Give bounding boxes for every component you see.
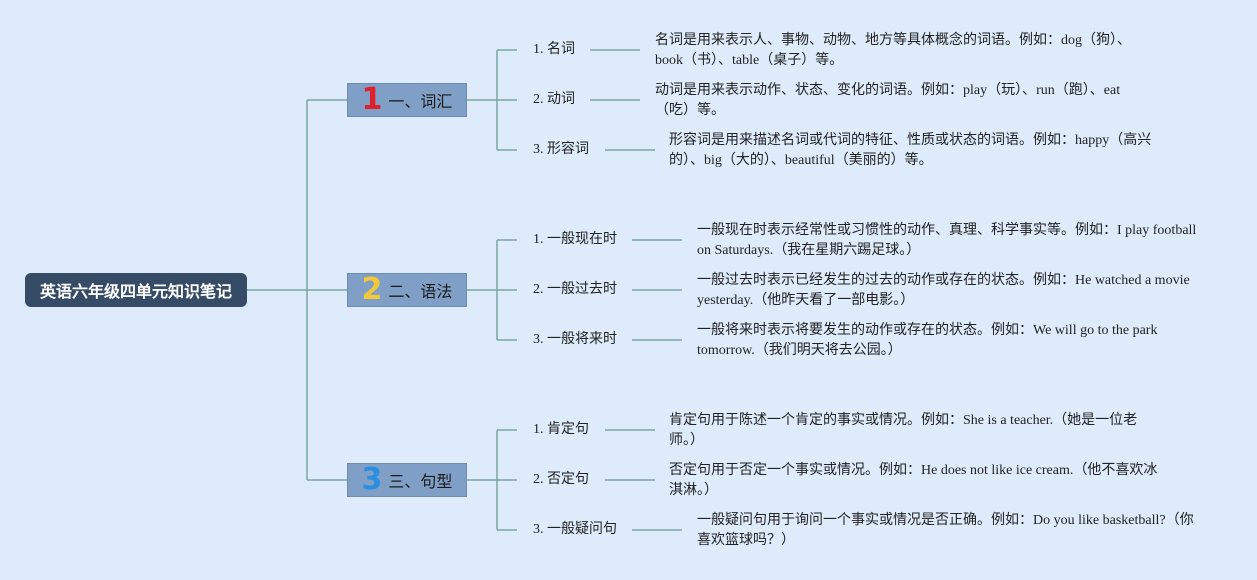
branch-grammar[interactable]: 2 二、语法 <box>347 273 467 307</box>
topic-verb[interactable]: 2. 动词 <box>533 92 575 107</box>
number-1-icon: 1 <box>361 82 383 117</box>
number-3-icon: 3 <box>361 462 383 497</box>
root-node[interactable]: 英语六年级四单元知识笔记 <box>25 273 247 307</box>
topic-simple-present[interactable]: 1. 一般现在时 <box>533 232 617 247</box>
root-title: 英语六年级四单元知识笔记 <box>39 282 232 301</box>
topic-adjective[interactable]: 3. 形容词 <box>533 142 589 157</box>
desc-adjective: 形容词是用来描述名词或代词的特征、性质或状态的词语。例如：happy（高兴的）、… <box>669 133 1152 168</box>
branch-label: 二、语法 <box>388 282 453 301</box>
desc-simple-present: 一般现在时表示经常性或习惯性的动作、真理、科学事实等。例如：I play foo… <box>697 223 1197 258</box>
topic-simple-past[interactable]: 2. 一般过去时 <box>533 282 617 297</box>
topic-noun[interactable]: 1. 名词 <box>533 42 575 57</box>
desc-simple-past: 一般过去时表示已经发生的过去的动作或存在的状态。例如：He watched a … <box>697 273 1190 308</box>
desc-general-question: 一般疑问句用于询问一个事实或情况是否正确。例如：Do you like bask… <box>697 513 1194 548</box>
topic-affirmative[interactable]: 1. 肯定句 <box>533 422 589 437</box>
desc-affirmative: 肯定句用于陈述一个肯定的事实或情况。例如：She is a teacher.（她… <box>669 413 1138 448</box>
branch-label: 一、词汇 <box>388 92 453 111</box>
branch-label: 三、句型 <box>388 472 453 491</box>
topic-general-question[interactable]: 3. 一般疑问句 <box>533 522 617 537</box>
branch-sentence-patterns[interactable]: 3 三、句型 <box>347 463 467 497</box>
number-2-icon: 2 <box>361 272 383 307</box>
desc-noun: 名词是用来表示人、事物、动物、地方等具体概念的词语。例如：dog（狗）、book… <box>655 33 1131 68</box>
desc-verb: 动词是用来表示动作、状态、变化的词语。例如：play（玩）、run（跑）、eat… <box>655 83 1121 118</box>
desc-simple-future: 一般将来时表示将要发生的动作或存在的状态。例如：We will go to th… <box>697 323 1158 358</box>
desc-negative: 否定句用于否定一个事实或情况。例如：He does not like ice c… <box>669 463 1158 498</box>
topic-negative[interactable]: 2. 否定句 <box>533 472 589 487</box>
topic-simple-future[interactable]: 3. 一般将来时 <box>533 332 617 347</box>
branch-vocabulary[interactable]: 1 一、词汇 <box>347 83 467 117</box>
